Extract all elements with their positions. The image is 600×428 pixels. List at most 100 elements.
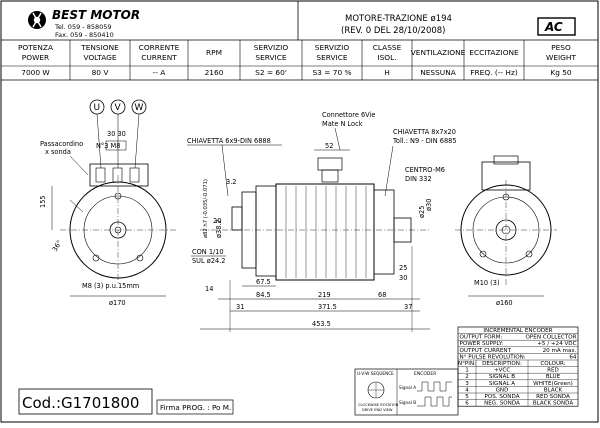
xsonda-label: x sonda: [45, 148, 71, 156]
svg-text:CON 1/10: CON 1/10: [192, 248, 224, 256]
spec-value: H: [384, 68, 390, 77]
svg-text:M10 (3): M10 (3): [474, 279, 500, 287]
brand-name: BEST MOTOR: [52, 8, 140, 22]
company-logo: BEST MOTOR Tel. 059 - 858059 Fax. 059 - …: [28, 8, 140, 39]
pin-table-header: N°PIN:: [458, 361, 476, 367]
svg-text:ø170: ø170: [109, 299, 126, 307]
svg-text:14: 14: [205, 285, 213, 293]
spec-header-en: ISOL.: [377, 53, 396, 62]
drive-end-view: M10 (3) ø160: [455, 155, 557, 307]
fax-number: Fax. 059 - 850410: [55, 31, 114, 39]
terminal-u: U: [89, 99, 105, 115]
svg-text:453.5: 453.5: [312, 320, 331, 328]
pin-cell: WHITE(Green): [533, 381, 573, 387]
key-8x7-label: CHIAVETTA 8x7x20: [393, 128, 456, 136]
svg-text:ø82 h7 (-0.035/-0.071): ø82 h7 (-0.035/-0.071): [203, 179, 209, 238]
spec-header: SERVIZIO: [254, 43, 289, 52]
spec-header: ECCITAZIONE: [469, 48, 519, 57]
terminal-end-view: U V W 30 30 N°3 M8 Passacordino x sonda: [39, 99, 176, 307]
spec-header: RPM: [206, 48, 222, 57]
spec-header: CORRENTE: [139, 43, 180, 52]
svg-text:3.2: 3.2: [226, 178, 237, 186]
pin-cell: BLUE: [546, 374, 561, 380]
pin-table-header: COLOUR:: [540, 361, 565, 367]
svg-text:67.5: 67.5: [256, 278, 271, 286]
spec-header: TENSIONE: [80, 43, 119, 52]
sequence-box: U-V-W SEQUENCE ENCODER CLOCKWISE ROTATIO…: [354, 368, 459, 416]
phone-number: Tel. 059 - 858059: [54, 23, 112, 31]
encoder-spec-value: 20 mA max.: [543, 348, 577, 354]
svg-text:31: 31: [236, 303, 244, 311]
signature-line: Firma PROG. : Po M.: [160, 403, 231, 412]
svg-text:Signal B: Signal B: [399, 400, 416, 405]
spec-value: 2160: [205, 68, 224, 77]
encoder-spec-key: OUTPUT CURRENT: [460, 348, 512, 354]
din332-label: DIN 332: [405, 175, 432, 183]
spec-header: SERVIZIO: [315, 43, 350, 52]
svg-text:30: 30: [399, 274, 407, 282]
pin-cell: SIGNAL A: [489, 381, 515, 387]
revision-line: (REV. 0 DEL 28/10/2008): [341, 26, 446, 36]
svg-text:Signal A: Signal A: [399, 385, 416, 390]
svg-text:371.5: 371.5: [318, 303, 337, 311]
svg-text:219: 219: [318, 291, 331, 299]
spec-value: NESSUNA: [420, 68, 456, 77]
drawing-title: MOTORE-TRAZIONE ø194: [345, 14, 452, 24]
pin-cell: SIGNAL B: [489, 374, 515, 380]
pin-cell: 3: [465, 381, 469, 387]
spec-header-en: VOLTAGE: [83, 53, 116, 62]
mate-n-lock-label: Mate N Lock: [322, 120, 363, 128]
svg-text:CLOCKWISE ROTATION: CLOCKWISE ROTATION: [358, 403, 399, 407]
spec-header-en: SERVICE: [255, 53, 286, 62]
terminal-w: W: [131, 99, 147, 115]
encoder-spec-key: N° PULSE REVOLUTION:: [460, 354, 526, 360]
svg-text:ø38.2: ø38.2: [215, 219, 223, 238]
spec-value: 80 V: [92, 68, 109, 77]
spec-value: 7000 W: [21, 68, 50, 77]
svg-text:U: U: [94, 103, 101, 113]
spec-value: S3 = 70 %: [312, 68, 351, 77]
pin-cell: 4: [465, 387, 469, 393]
spec-header-en: POWER: [22, 53, 49, 62]
svg-text:M8 (3) p.u.15mm: M8 (3) p.u.15mm: [82, 282, 139, 290]
spec-header-en: WEIGHT: [546, 53, 576, 62]
encoder-spec-key: OUTPUT FORM:: [460, 335, 503, 341]
encoder-spec-value: OPEN COLLECTOR: [526, 335, 577, 341]
pin-cell: RED: [547, 368, 559, 374]
encoder-title: INCREMENTAL ENCODER: [483, 328, 552, 334]
pin-cell: BLACK: [544, 387, 563, 393]
passacordino-label: Passacordino: [40, 140, 83, 148]
svg-text:52: 52: [325, 142, 333, 150]
pin-cell: 6: [465, 401, 469, 407]
sequence-title: U-V-W SEQUENCE: [357, 371, 394, 376]
svg-text:25: 25: [399, 264, 407, 272]
spec-column: RPM 2160: [205, 48, 224, 77]
side-view: CHIAVETTA 6x9-DIN 6888 Connettore 6Vie M…: [187, 111, 457, 332]
drawing-code: Cod.:G1701800: [22, 394, 139, 412]
tolerance-label: Toll.: N9 - DIN 6885: [392, 137, 457, 145]
pin-cell: NEG. SONDA: [484, 401, 520, 407]
svg-text:36°: 36°: [51, 239, 64, 253]
pin-cell: BLACK SONDA: [533, 401, 574, 407]
svg-text:SUL ø24.2: SUL ø24.2: [192, 257, 226, 265]
svg-text:37: 37: [404, 303, 412, 311]
pin-table-header: DESCRIPTION:: [482, 361, 522, 367]
spec-value: Kg 50: [550, 68, 572, 77]
spec-header-en: CURRENT: [141, 53, 177, 62]
svg-text:N°3 M8: N°3 M8: [96, 142, 120, 150]
ac-badge-label: AC: [544, 20, 563, 34]
encoder-spec-value: 64: [569, 354, 577, 360]
svg-text:20: 20: [213, 217, 221, 225]
